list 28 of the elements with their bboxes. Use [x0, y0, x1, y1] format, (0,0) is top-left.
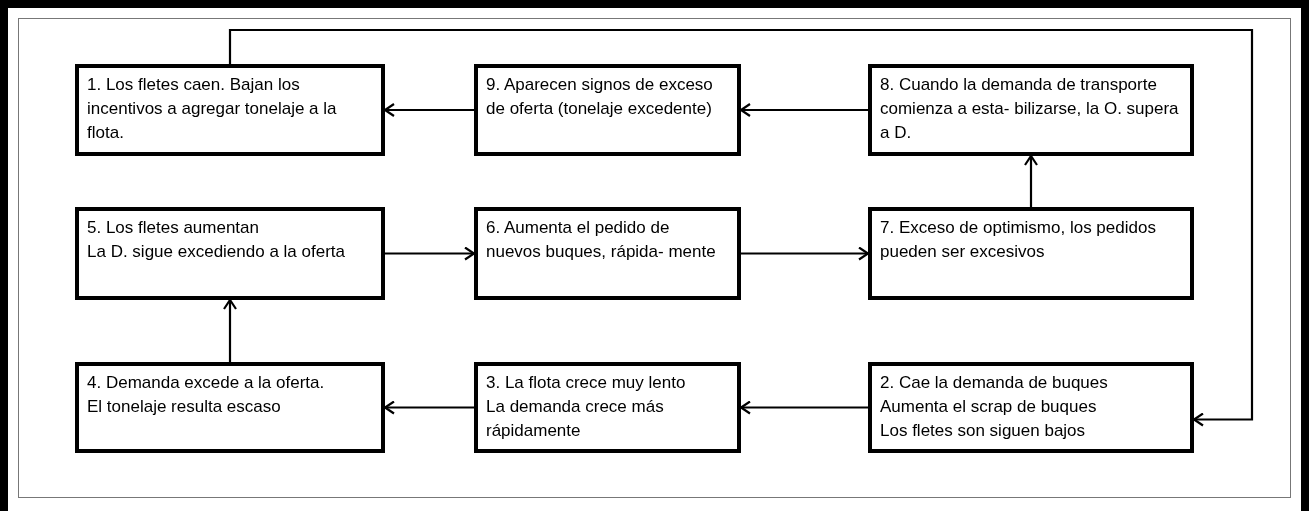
process-box [474, 64, 741, 156]
arrow [385, 246, 476, 261]
box-text: 6. Aumenta el pedido de nuevos buques, rápida- mente [486, 217, 717, 263]
box-text: 3. La flota crece muy lento [486, 372, 687, 394]
box-text: La demanda crece más rápidamente [486, 396, 665, 442]
box-text: 2. Cae la demanda de buques [880, 372, 1109, 394]
box-text: 5. Los fletes aumentan [87, 217, 260, 239]
box-text: 9. Aparecen signos de exceso de oferta (tonelaje excedente) [486, 74, 714, 120]
box-text: 8. Cuando la demanda de transporte comienza a esta- bilizarse, la O. supera a D. [880, 74, 1180, 144]
arrow [228, 28, 1254, 427]
process-box [868, 64, 1194, 156]
box-text: 4. Demanda excede a la oferta. [87, 372, 326, 394]
arrow [222, 298, 238, 362]
process-box [868, 362, 1194, 453]
process-box [474, 362, 741, 453]
process-box [474, 207, 741, 300]
box-text: El tonelaje resulta escaso [87, 396, 282, 418]
process-box [868, 207, 1194, 300]
box-text: 1. Los fletes caen. Bajan los incentivos a agregar tonelaje a la flota. [87, 74, 338, 144]
box-text: Los fletes son siguen bajos [880, 420, 1087, 442]
process-box [75, 64, 385, 156]
box-text: La D. sigue excediendo a la oferta [87, 241, 346, 263]
arrow [1023, 154, 1039, 207]
box-text: 7. Exceso de optimismo, los pedidos pueden ser excesivos [880, 217, 1157, 263]
process-box [75, 207, 385, 300]
process-box [75, 362, 385, 453]
box-text: Aumenta el scrap de buques [880, 396, 1098, 418]
arrow [741, 246, 870, 261]
